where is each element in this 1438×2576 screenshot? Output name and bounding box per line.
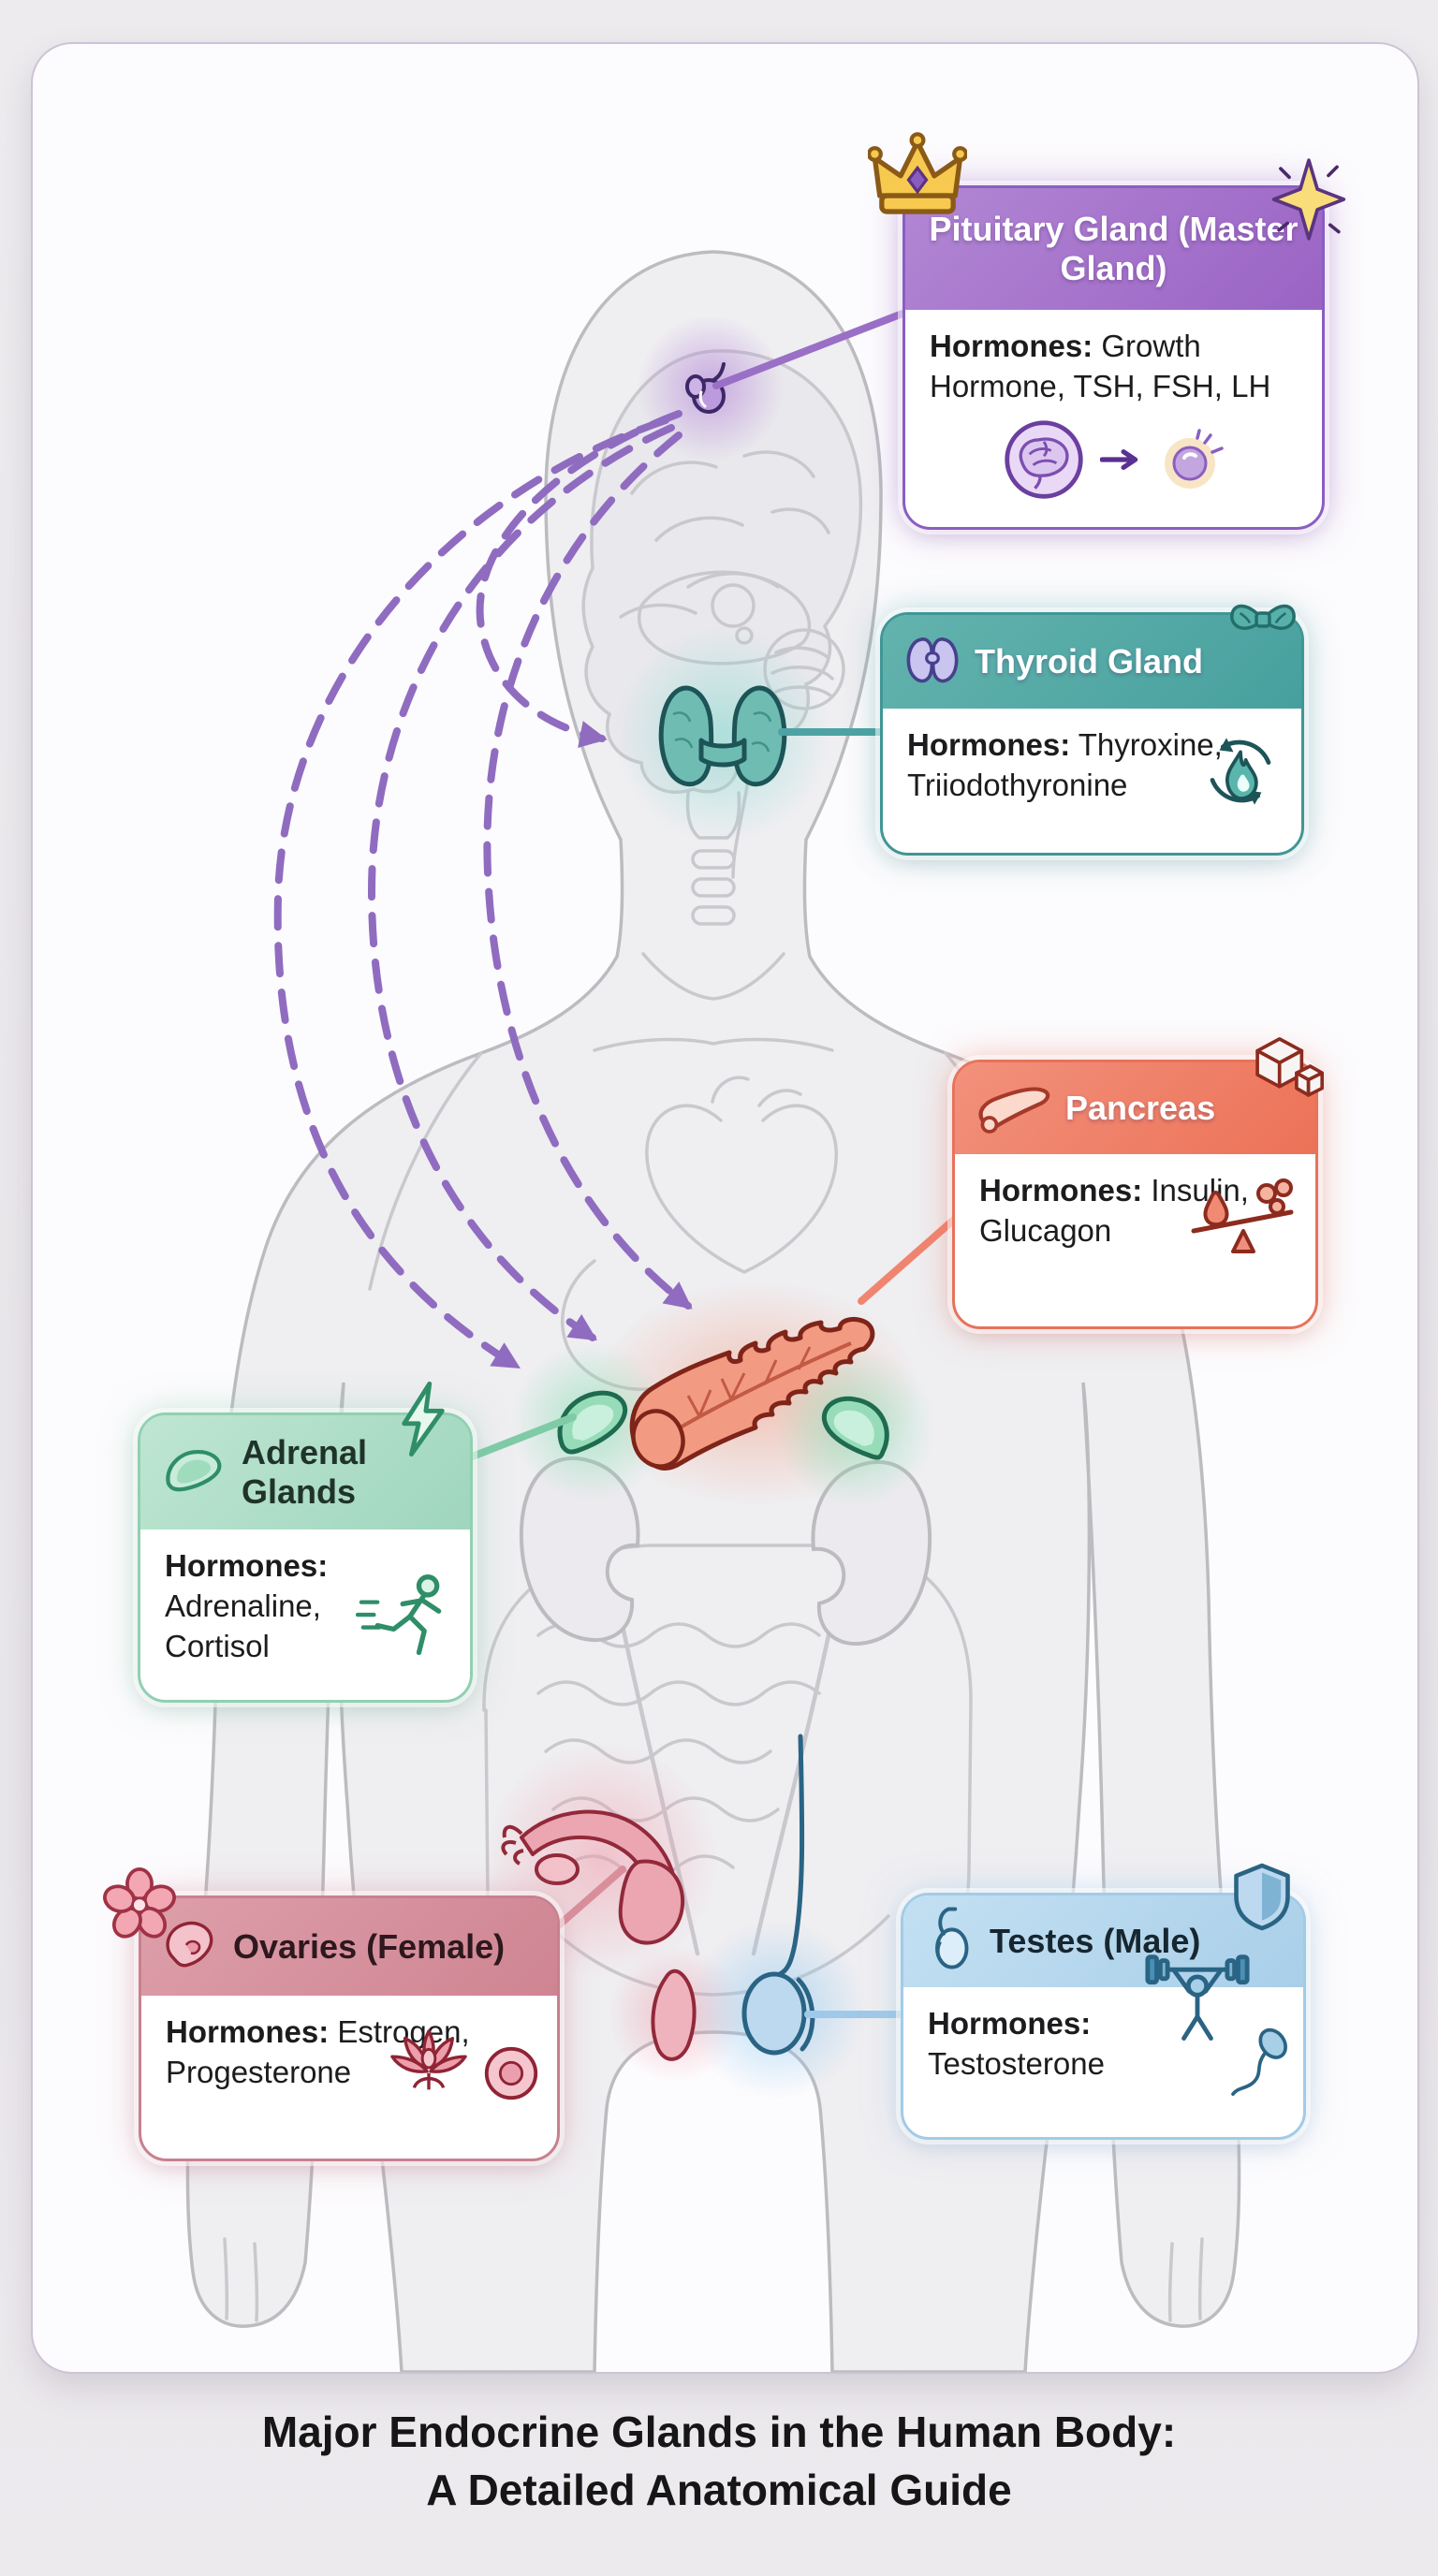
- pancreas-card-title: Pancreas: [1065, 1088, 1216, 1127]
- testes-info-card: Testes (Male) Hormones: Testosterone: [901, 1863, 1306, 2140]
- adrenal-organs: [557, 1390, 889, 1460]
- uterus-ovary-organ: [501, 1809, 697, 2061]
- thyroid-card-body: Hormones: Thyroxine, Triiodothyronine: [883, 709, 1301, 823]
- pituitary-signal-arrows: [273, 410, 693, 1369]
- kidneys: [519, 1456, 932, 1647]
- testes-card-body: Hormones: Testosterone: [903, 1954, 1303, 2101]
- testes-card-header: Testes (Male): [903, 1895, 1303, 1987]
- adrenal-info-card: Adrenal Glands Hormones: Adrenaline, Cor…: [138, 1381, 473, 1703]
- thyroid-card-header: Thyroid Gland: [883, 615, 1301, 709]
- hormones-label: Hormones:: [165, 1548, 329, 1583]
- sparkle-icon: [1270, 154, 1347, 244]
- egg-cell-icon: [480, 2042, 542, 2104]
- ovaries-card-body: Hormones: Estrogen, Progesterone: [141, 1996, 557, 2110]
- hormones-label: Hormones:: [907, 727, 1071, 762]
- pancreas-header-icon: [976, 1075, 1052, 1142]
- bow-icon: [1225, 594, 1300, 645]
- pituitary-card-title: Pituitary Gland (Master Gland): [929, 209, 1299, 287]
- caption-line-2: A Detailed Anatomical Guide: [426, 2465, 1012, 2514]
- adrenal-card-body: Hormones: Adrenaline, Cortisol: [140, 1530, 470, 1684]
- testis-header-icon: [924, 1905, 976, 1978]
- brain-circle-icon: [1001, 417, 1087, 503]
- ovaries-info-card: Ovaries (Female) Hormones: Estrogen, Pro…: [103, 1867, 560, 2161]
- ovary-header-icon: [162, 1917, 220, 1977]
- arrow-to-thyroid: [476, 410, 682, 748]
- adrenal-connector: [462, 1413, 577, 1463]
- sperm-icon: [1221, 2019, 1294, 2100]
- crown-icon: [866, 132, 969, 224]
- arrow-to-pancreas: [483, 432, 693, 1310]
- pancreas-organ: [629, 1316, 875, 1471]
- thyroid-header-icon: [903, 633, 961, 691]
- hormones-label: Hormones:: [930, 329, 1093, 363]
- hormones-label: Hormones:: [979, 1173, 1143, 1208]
- hormone-dot-icon: [1156, 424, 1227, 495]
- pituitary-connector: [712, 310, 906, 389]
- pituitary-card-header: Pituitary Gland (Master Gland): [905, 188, 1322, 310]
- pancreas-card-body: Hormones: Insulin, Glucagon: [955, 1154, 1315, 1268]
- anatomy-scene: [185, 250, 1241, 2372]
- thyroid-hormones: Thyroxine, Triiodothyronine: [907, 727, 1223, 802]
- adrenal-hormones: Adrenaline, Cortisol: [165, 1588, 321, 1663]
- thyroid-organ: [658, 685, 787, 786]
- hormones-label: Hormones:: [166, 2014, 330, 2049]
- lotus-icon: [387, 2026, 471, 2102]
- thyroid-info-card: Thyroid Gland Hormones: Thyroxine, Triio…: [880, 604, 1304, 856]
- diagram-caption: Major Endocrine Glands in the Human Body…: [0, 2404, 1438, 2519]
- illustration-card: Pituitary Gland (Master Gland) Hormones:…: [31, 42, 1419, 2374]
- hormones-label: Hormones:: [928, 2006, 1092, 2041]
- ovaries-card-title: Ovaries (Female): [233, 1926, 506, 1966]
- glucose-balance-icon: [1184, 1169, 1300, 1259]
- pituitary-card-body: Hormones: Growth Hormone, TSH, FSH, LH: [905, 310, 1322, 520]
- runner-icon: [354, 1570, 459, 1663]
- sugar-cubes-icon: [1249, 1029, 1324, 1104]
- pituitary-hormones: Growth Hormone, TSH, FSH, LH: [930, 329, 1271, 403]
- caption-line-1: Major Endocrine Glands in the Human Body…: [261, 2408, 1177, 2456]
- pituitary-info-card: Pituitary Gland (Master Gland) Hormones:…: [866, 132, 1346, 530]
- shield-icon: [1231, 1862, 1293, 1931]
- weightlifter-icon: [1140, 1948, 1255, 2055]
- blossom-icon: [100, 1866, 179, 1947]
- metabolism-flame-icon: [1198, 729, 1283, 813]
- pancreas-connector: [858, 1215, 959, 1305]
- lightning-icon: [397, 1380, 449, 1458]
- testis-organ: [741, 1734, 815, 2056]
- testes-card-title: Testes (Male): [990, 1921, 1201, 1960]
- ovaries-card-header: Ovaries (Female): [141, 1898, 557, 1996]
- thyroid-card-title: Thyroid Gland: [975, 641, 1204, 681]
- testes-hormones: Testosterone: [928, 2045, 1105, 2081]
- pancreas-hormones: Insulin, Glucagon: [979, 1173, 1249, 1248]
- pancreas-info-card: Pancreas Hormones: Insulin, Glucagon: [952, 1037, 1324, 1329]
- adrenal-card-title: Adrenal Glands: [242, 1432, 368, 1511]
- pituitary-organ: [685, 362, 726, 414]
- arrow-icon: [1098, 448, 1143, 470]
- pancreas-card-header: Pancreas: [955, 1062, 1315, 1154]
- kidney-left: [519, 1456, 640, 1643]
- arrow-to-adrenal: [273, 417, 669, 1369]
- adrenal-header-icon: [161, 1443, 228, 1501]
- kidney-right: [811, 1459, 932, 1647]
- arrow-to-pancreas-left: [367, 424, 675, 1341]
